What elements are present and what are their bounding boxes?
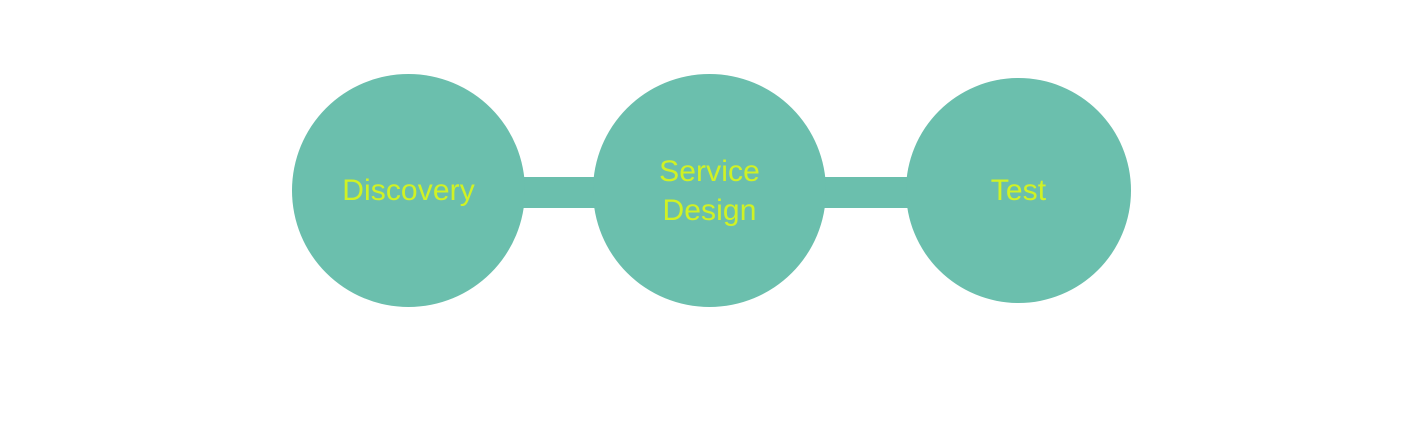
connector-service-design-to-test	[816, 177, 916, 208]
node-test[interactable]: Test	[906, 78, 1131, 303]
node-test-label: Test	[990, 174, 1047, 207]
node-service-design-label: Service Design	[659, 154, 760, 227]
node-discovery[interactable]: Discovery	[292, 74, 525, 307]
node-service-design[interactable]: Service Design	[593, 74, 826, 307]
connector-discovery-to-service-design	[515, 177, 603, 208]
node-discovery-label: Discovery	[342, 174, 475, 207]
